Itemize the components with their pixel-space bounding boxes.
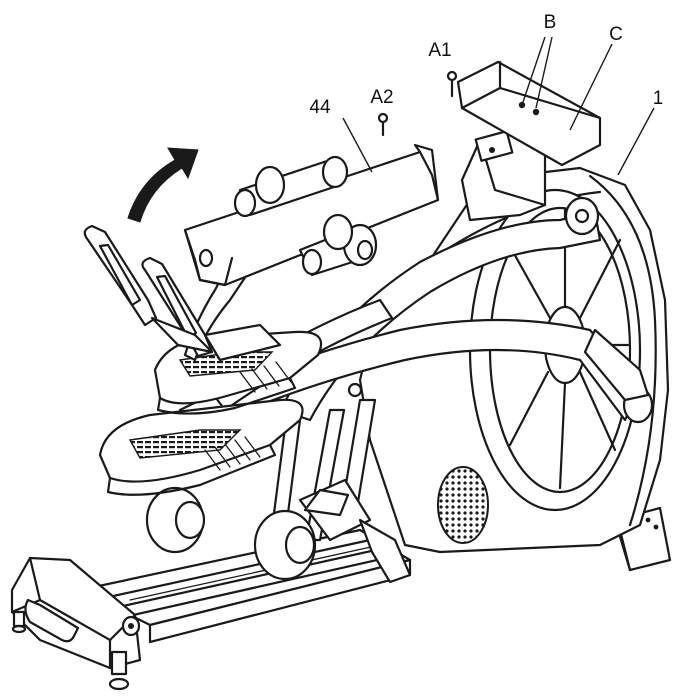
folding-handles [83, 224, 282, 362]
bolt-a1 [446, 70, 458, 98]
callout-leaders [342, 36, 655, 176]
console-mast [460, 130, 547, 222]
label-part-b: B [544, 12, 557, 33]
callout-labels: 44 A2 A1 B C 1 [309, 12, 663, 118]
lower-connecting-arm [178, 318, 654, 432]
label-part-1: 1 [653, 88, 664, 109]
console-plate-c [456, 60, 602, 167]
rotation-arrow [127, 147, 199, 223]
pivot-axle [233, 155, 378, 277]
speaker-grille [437, 466, 489, 544]
label-part-c: C [609, 24, 623, 45]
upper-swing-arm [278, 196, 602, 422]
cover-panel-44 [183, 143, 440, 287]
pedal-lower [98, 398, 304, 496]
label-part-44: 44 [309, 97, 331, 118]
label-part-a2: A2 [370, 87, 393, 108]
rear-rollers [145, 478, 412, 584]
label-part-a1: A1 [428, 40, 451, 61]
rear-stabilizer [10, 556, 142, 691]
bolt-a2 [377, 112, 389, 137]
rail-base [78, 528, 412, 644]
